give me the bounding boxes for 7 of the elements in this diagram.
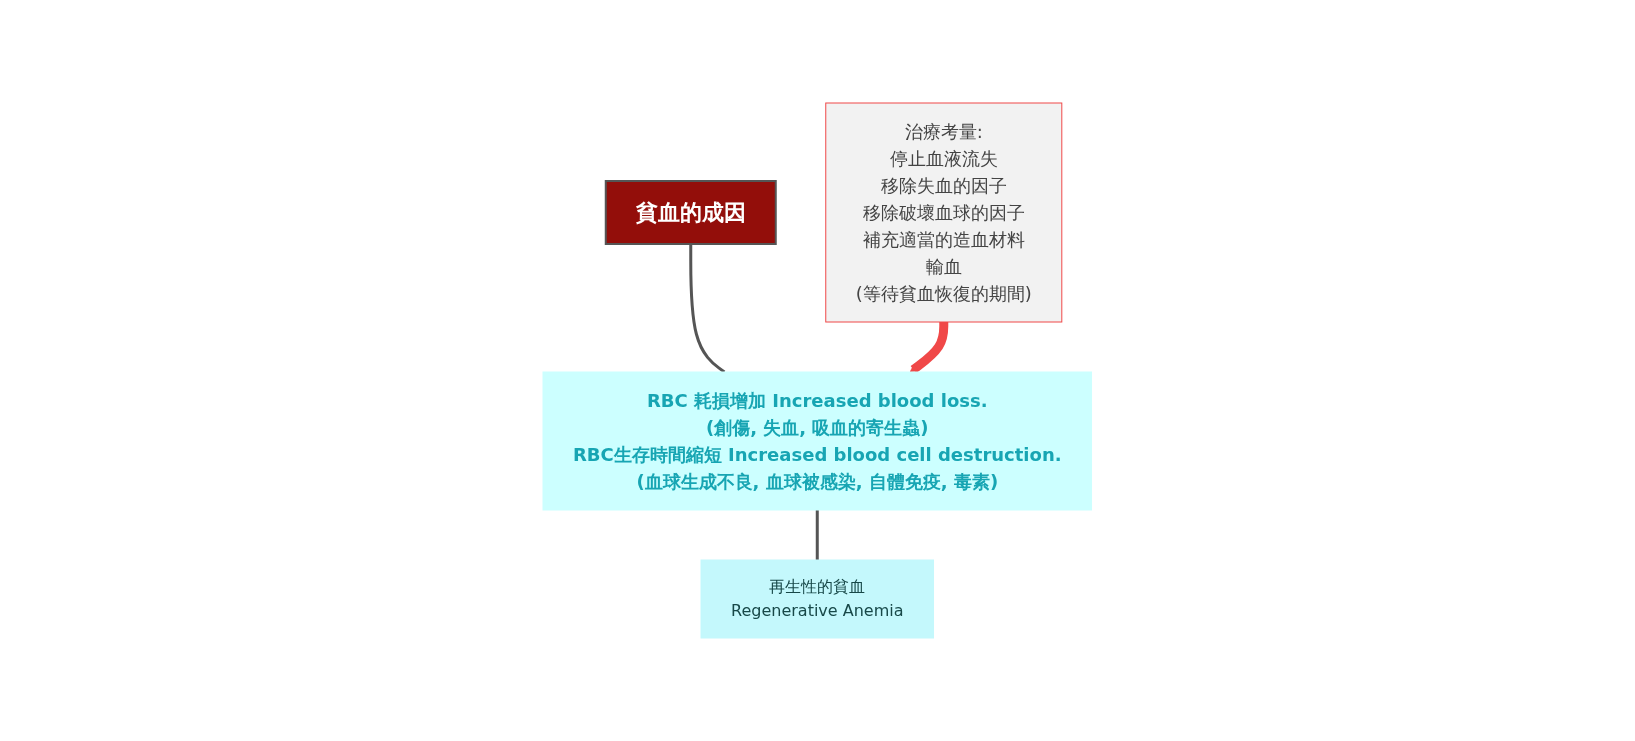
node-box: 再生性的貧血 Regenerative Anemia (700, 559, 935, 639)
connector (816, 510, 819, 560)
node-box: 治療考量: 停止血液流失 移除失血的因子 移除破壞血球的因子 補充適當的造血材料 輸血 (等待貧血恢復的期間) (825, 102, 1063, 323)
node-box: RBC 耗損增加 Increased blood loss. (創傷, 失血, 吸血的寄生蟲) RBC生存時間縮短 Increased blood cell destruction. (血球生成不良, 血球被感染, 自體免疫, 毒素) (542, 371, 1093, 511)
arrow (909, 321, 949, 374)
connector (689, 244, 726, 374)
node-box: 貧血的成因 (605, 180, 777, 245)
